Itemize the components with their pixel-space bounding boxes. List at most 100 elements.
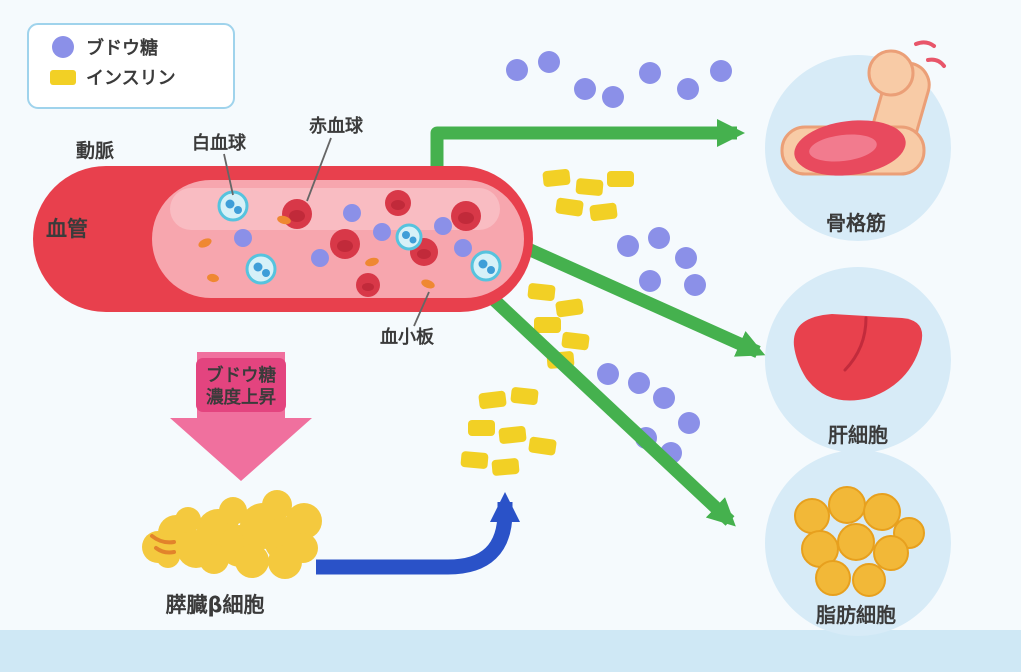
red-blood-cell-center (417, 249, 431, 259)
insulin-particle (589, 202, 618, 222)
insulin-particle (468, 420, 495, 436)
fat-cell (852, 563, 886, 597)
arrow-to-fat-cells (453, 261, 736, 527)
pancreas-lobe (156, 544, 180, 568)
callout-line1: ブドウ糖 (206, 365, 276, 386)
fat-cell (828, 486, 866, 524)
vessel-annotations: 動脈 白血球 赤血球 血小板 (76, 115, 435, 348)
glucose-in-vessel (234, 204, 472, 267)
pancreas-lobe (175, 507, 201, 533)
glucose-particle (653, 387, 675, 409)
glucose-particle (639, 62, 661, 84)
pancreas-lobe (235, 544, 269, 578)
label-vessel: 血管 (46, 217, 88, 241)
blue-arrow-insulin-release (316, 492, 520, 575)
organ-fat-cells: 脂肪細胞 (765, 450, 951, 636)
glucose-particle (678, 412, 700, 434)
fist (867, 49, 915, 97)
bicep-inner (809, 134, 877, 162)
insulin-legend-icon (50, 70, 76, 85)
pointer-line-red-blood-cell (306, 137, 332, 202)
pointer-line-platelet (413, 291, 430, 327)
liver-lobe-line (843, 316, 868, 372)
pancreas-lobe (262, 490, 292, 520)
red-blood-cell-center (362, 283, 374, 291)
insulin-particle (534, 317, 561, 333)
glucose-particle (684, 274, 706, 296)
pancreas-lobe (286, 503, 322, 539)
pancreas (142, 490, 322, 579)
fat-cell (873, 535, 909, 571)
blood-vessel: 血管 (33, 166, 533, 312)
arrow-to-liver (485, 225, 766, 358)
glucose-particle (602, 86, 624, 108)
fat-cell (863, 493, 901, 531)
insulin-particle (460, 451, 489, 469)
arm-muscle-icon (780, 40, 946, 176)
white-blood-cell (395, 223, 423, 251)
glucose-rise-callout: ブドウ糖 濃度上昇 (170, 352, 312, 481)
label-red-blood-cell: 赤血球 (309, 115, 364, 137)
callout-box (196, 358, 286, 412)
pancreas-lobe (199, 544, 229, 574)
label-liver-cell: 肝細胞 (828, 423, 888, 447)
callout-line2: 濃度上昇 (206, 387, 276, 408)
insulin-particle (561, 331, 590, 351)
legend: ブドウ糖 インスリン (27, 23, 235, 109)
organ-liver: 肝細胞 (765, 267, 951, 453)
glucose-particle (710, 60, 732, 82)
insulin-particle (527, 283, 556, 302)
insulin-particle (478, 390, 507, 410)
label-skeletal-muscle: 骨格筋 (826, 211, 886, 235)
glucose-particle (628, 372, 650, 394)
glucose-particle (506, 59, 528, 81)
glucose-particle (454, 239, 472, 257)
legend-box (27, 23, 235, 109)
glucose-particle (373, 223, 391, 241)
glucose-particle (639, 270, 661, 292)
insulin-particle (555, 197, 584, 217)
legend-glucose-label: ブドウ糖 (86, 37, 158, 59)
red-blood-cell-center (289, 210, 305, 222)
glucose-particle (234, 229, 252, 247)
label-artery: 動脈 (76, 139, 114, 162)
white-blood-cells (217, 190, 502, 285)
platelet (421, 279, 435, 289)
fat-cell (837, 523, 875, 561)
glucose-particle (617, 235, 639, 257)
glucose-particle (311, 249, 329, 267)
platelet (207, 273, 219, 283)
red-blood-cell-center (458, 212, 474, 224)
white-blood-cell (217, 190, 249, 222)
insulin-particle (542, 168, 571, 187)
pancreas-lobe (288, 533, 318, 563)
red-blood-cell-center (337, 240, 353, 252)
glucose-particle (538, 51, 560, 73)
glucose-particle (434, 217, 452, 235)
label-pancreas: 膵臓β細胞 (165, 593, 264, 617)
insulin-particle (491, 458, 520, 476)
label-fat-cell: 脂肪細胞 (816, 603, 896, 627)
organ-skeletal-muscle: 骨格筋 (765, 40, 951, 241)
glucose-particle (675, 247, 697, 269)
pancreas-lobe (219, 497, 247, 525)
insulin-particle (528, 436, 557, 456)
insulin-particles (460, 168, 634, 476)
insulin-particle (498, 425, 527, 444)
insulin-particle (510, 387, 539, 406)
insulin-particle (607, 171, 634, 187)
glucose-particle (597, 363, 619, 385)
flex-mark (926, 57, 946, 68)
white-blood-cell (470, 250, 502, 282)
pancreas-duct (154, 546, 176, 555)
platelets (198, 215, 435, 289)
white-blood-cell (245, 253, 277, 285)
fat-cell (794, 498, 830, 534)
platelet (198, 238, 212, 248)
glucose-particle (677, 78, 699, 100)
bottom-band (0, 630, 1021, 672)
red-blood-cell-center (391, 200, 405, 210)
platelet (365, 257, 379, 267)
glucose-legend-icon (52, 36, 74, 58)
